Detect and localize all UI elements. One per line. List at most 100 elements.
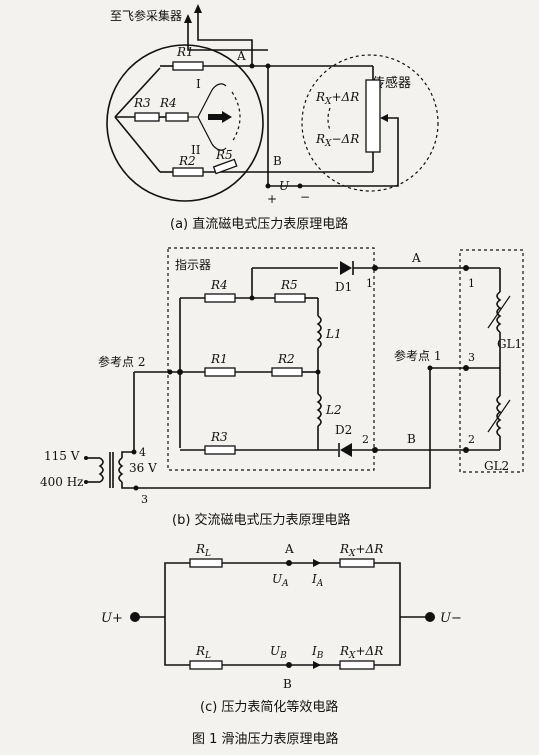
resistor-r5 [274, 293, 306, 303]
sensor-potentiometer [365, 79, 381, 153]
node-a-label: A [411, 251, 421, 265]
pin-left-1: 1 [366, 277, 373, 290]
rx-minus-label: RX−ΔR [315, 132, 359, 149]
arrow-up-icon [194, 4, 202, 13]
to-collector-label: 至飞参采集器 [110, 8, 182, 23]
resistor-r1 [204, 367, 236, 377]
pointer-arc [231, 91, 241, 143]
figure-title: 图 1 滑油压力表原理电路 [192, 731, 339, 747]
hz400-label: 400 Hz [40, 475, 84, 489]
coil-ii-loop [211, 143, 227, 151]
gl2-coil [496, 395, 502, 437]
indicator-box [167, 247, 375, 471]
node-b-label: B [273, 154, 282, 168]
v115-label: 115 V [44, 449, 80, 463]
resistor-r3 [204, 445, 236, 455]
terminal-u-plus [130, 612, 140, 622]
wire [114, 116, 161, 173]
node-a [249, 63, 255, 69]
magnet-icon [208, 114, 222, 120]
l1-label: L1 [325, 327, 342, 341]
r2-b-label: R2 [277, 352, 295, 366]
gl1-label: GL1 [497, 337, 522, 351]
caption-c: (c) 压力表简化等效电路 [200, 699, 338, 715]
wire [374, 562, 401, 617]
wire [121, 451, 134, 458]
caption-b: (b) 交流磁电式压力表原理电路 [172, 512, 351, 528]
collector-wire-b [187, 22, 268, 51]
diode-d1 [340, 261, 352, 275]
rx-top-label: RX+ΔR [339, 542, 383, 559]
d1-label: D1 [335, 280, 352, 294]
rx-plus-label: RX+ΔR [315, 90, 359, 107]
diode-d2 [340, 443, 352, 457]
reference-point-2 [177, 369, 183, 375]
node-a-label: A [236, 49, 246, 63]
node-b-label: B [283, 677, 292, 691]
terminal-u-minus [425, 612, 435, 622]
resistor-r3 [134, 112, 160, 122]
u-label: U [279, 179, 290, 193]
r1-label: R1 [176, 45, 194, 59]
pin-right-3: 3 [468, 351, 475, 364]
resistor-r4 [165, 112, 189, 122]
current-arrow-icon [313, 661, 321, 669]
gl2-adjust [487, 399, 511, 433]
coil-ii [197, 116, 213, 145]
d2-label: D2 [335, 423, 352, 437]
ia-label: IA [311, 572, 324, 589]
indicator-label: 指示器 [175, 257, 211, 272]
node [249, 295, 255, 301]
wire [114, 67, 161, 118]
r3-b-label: R3 [210, 430, 228, 444]
sensor-housing [301, 54, 439, 192]
indicator-housing [106, 44, 264, 202]
ub-label: UB [270, 644, 287, 661]
node-b [286, 662, 292, 668]
diagram-b-ac-circuit: 指示器 D1 1 A 1 R4 R5 L1 R1 [40, 247, 524, 528]
wire [136, 367, 466, 489]
ua-label: UA [272, 572, 289, 589]
terminal-plus [265, 183, 271, 189]
resistor-rl-bottom [189, 660, 223, 670]
sensor-label: 传感器 [372, 75, 411, 91]
pin-right-2: 2 [468, 433, 475, 446]
r4-label: R4 [159, 96, 177, 110]
pin-left-2: 2 [362, 433, 369, 446]
u-minus-label: U− [440, 611, 462, 626]
ref1-label: 参考点 1 [394, 348, 441, 363]
gl1-adjust [487, 295, 511, 329]
coil-ii-label: II [191, 143, 201, 157]
coil-i-loop [211, 83, 227, 91]
terminal [167, 369, 173, 375]
rl-bottom-label: RL [195, 644, 211, 661]
gl-box [459, 249, 524, 473]
r1-b-label: R1 [210, 352, 228, 366]
inductor-l2 [316, 393, 322, 427]
terminal [84, 456, 88, 460]
arrow-up-icon [184, 14, 192, 23]
r5-label: R5 [215, 148, 233, 162]
rx-bottom-label: RX+ΔR [339, 644, 383, 661]
wire [164, 617, 190, 666]
collector-wire-a [197, 12, 253, 66]
caption-a: (a) 直流磁电式压力表原理电路 [170, 216, 348, 232]
pointer-arrow-icon [222, 111, 232, 123]
inductor-l1 [316, 315, 322, 349]
r2-label: R2 [178, 154, 196, 168]
v36-label: 36 V [129, 461, 157, 475]
diagram-c-equivalent: RL A UA IA RX+ΔR RL B UB IB RX+ΔR U+ U− … [101, 542, 462, 715]
l2-label: L2 [325, 403, 342, 417]
node-a [286, 560, 292, 566]
diagram-a-dc-circuit: 至飞参采集器 传感器 R1 R2 R3 R4 I II [106, 4, 439, 232]
current-arrow-icon [313, 559, 321, 567]
gl2-label: GL2 [484, 459, 509, 473]
pin-tx-3: 3 [141, 493, 148, 506]
node-a-label: A [284, 542, 294, 556]
terminal [372, 265, 378, 271]
resistor-r4 [204, 293, 236, 303]
resistor-r5 [212, 158, 238, 175]
plus-label: + [267, 192, 277, 206]
r3-label: R3 [133, 96, 151, 110]
